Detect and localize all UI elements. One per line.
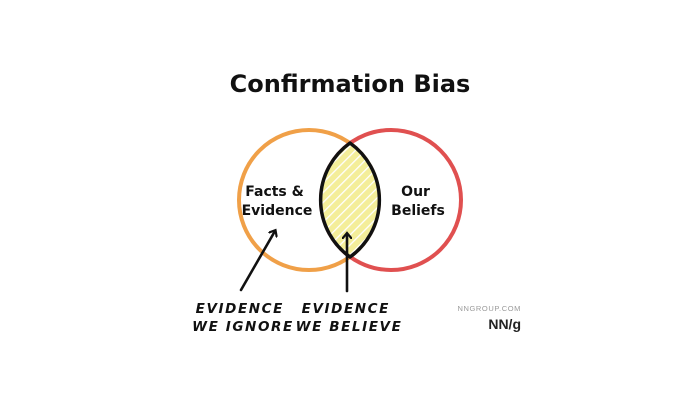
intersection-outline	[318, 141, 382, 259]
set-label-line: Facts &	[245, 184, 304, 200]
annotation-line: WE IGNORE	[192, 319, 294, 335]
set-label-line: Evidence	[242, 203, 313, 219]
logo-site-text: NNGROUP.COM	[457, 304, 521, 313]
set-label-facts-evidence: Facts & Evidence	[242, 184, 313, 219]
nngroup-logo: NNGROUP.COM NN/g	[457, 304, 521, 332]
diagram-title: Confirmation Bias	[230, 70, 471, 98]
set-label-line: Our	[401, 184, 430, 200]
logo-mark: NN/g	[488, 316, 521, 332]
set-label-line: Beliefs	[391, 203, 445, 219]
annotation-line: WE BELIEVE	[296, 319, 403, 335]
arrow-evidence-we-ignore	[239, 231, 275, 292]
annotation-evidence-we-believe: EVIDENCE WE BELIEVE	[296, 301, 403, 335]
annotation-line: EVIDENCE	[196, 301, 284, 317]
intersection-fill	[321, 130, 379, 270]
set-label-our-beliefs: Our Beliefs	[391, 184, 445, 219]
annotation-line: EVIDENCE	[302, 301, 390, 317]
annotation-evidence-we-ignore: EVIDENCE WE IGNORE	[192, 301, 294, 335]
